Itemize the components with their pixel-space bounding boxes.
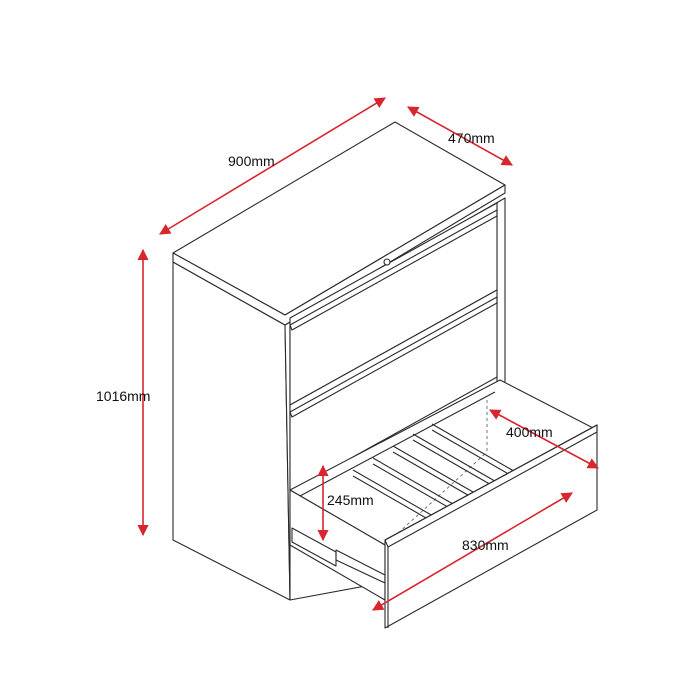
drawer-width-arrow — [489, 409, 599, 469]
width-arrow — [159, 97, 386, 235]
dimension-arrows — [137, 97, 599, 611]
file-rails — [299, 391, 520, 527]
width-label: 900mm — [228, 153, 275, 169]
cabinet-top-edge — [172, 184, 506, 326]
dimension-labels: 900mm 470mm 1016mm 400mm 245mm 830mm — [96, 130, 553, 553]
drawer-length-arrow — [372, 492, 573, 611]
depth-arrow — [407, 106, 513, 166]
drawer-length-label: 830mm — [462, 537, 509, 553]
drawer-middle — [289, 289, 498, 493]
lock-icon — [383, 258, 391, 266]
drawer-height-label: 245mm — [327, 492, 374, 508]
height-label: 1016mm — [96, 388, 150, 404]
depth-label: 470mm — [448, 130, 495, 146]
drawer-width-label: 400mm — [506, 424, 553, 440]
